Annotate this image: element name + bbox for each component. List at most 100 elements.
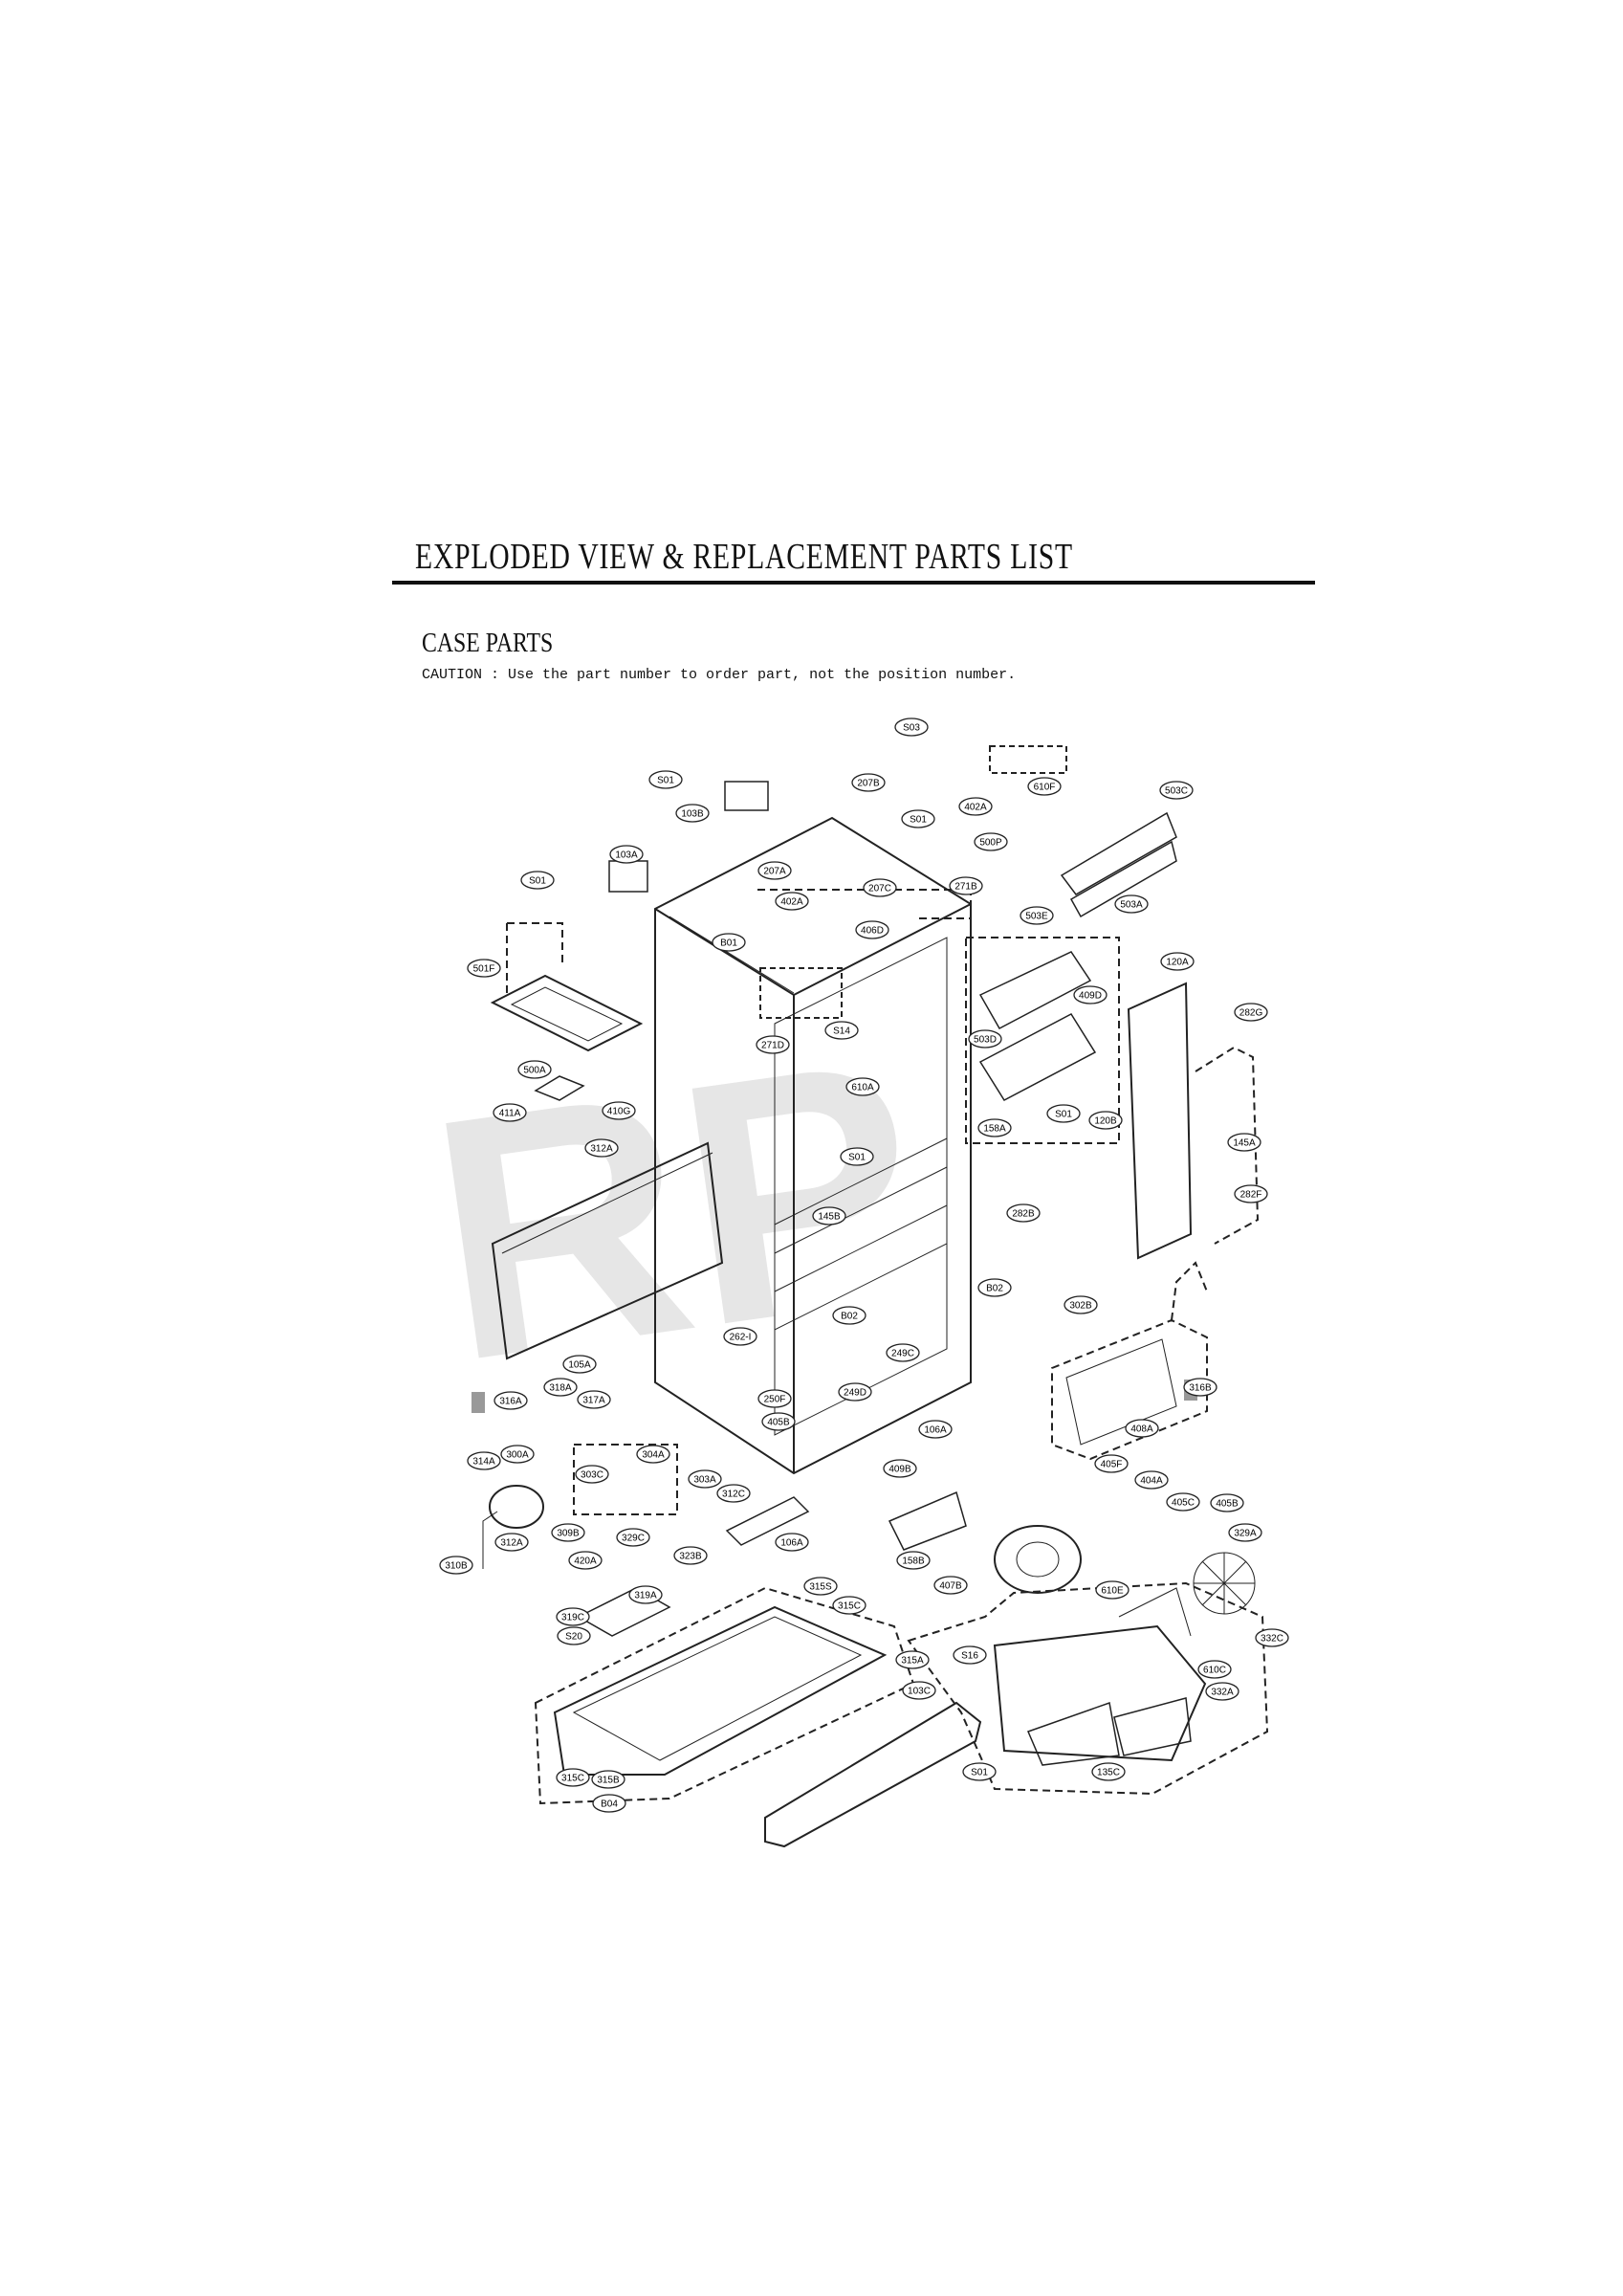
caution-note: CAUTION : Use the part number to order p… xyxy=(422,667,1017,683)
callout-label: 271B xyxy=(954,882,977,893)
callout-label: 332C xyxy=(1261,1634,1283,1645)
callout-bubble xyxy=(761,1412,796,1431)
callout-315b: 315B xyxy=(591,1770,625,1789)
callout-103b: 103B xyxy=(675,804,710,823)
callout-bubble xyxy=(886,1343,920,1362)
callout-label: 262-I xyxy=(730,1333,752,1343)
callout-bubble xyxy=(968,1029,1002,1049)
callout-s01: S01 xyxy=(1046,1104,1081,1123)
callout-bubble xyxy=(493,1391,528,1410)
callout-312a: 312A xyxy=(584,1138,619,1158)
callout-282g: 282G xyxy=(1234,1003,1268,1022)
callout-303c: 303C xyxy=(575,1465,609,1484)
callout-label: 503A xyxy=(1120,900,1143,911)
callout-bubble xyxy=(845,1077,880,1096)
callout-label: 120A xyxy=(1166,958,1189,968)
callout-bubble xyxy=(895,1650,930,1669)
callout-bubble xyxy=(1114,894,1149,914)
callout-135c: 135C xyxy=(1091,1762,1126,1781)
callout-249c: 249C xyxy=(886,1343,920,1362)
callout-label: S14 xyxy=(833,1027,850,1037)
callout-label: S01 xyxy=(657,776,674,786)
callout-b02: B02 xyxy=(977,1278,1012,1297)
callout-420a: 420A xyxy=(568,1551,603,1570)
callout-316a: 316A xyxy=(493,1391,528,1410)
callout-bubble xyxy=(840,1147,874,1166)
callout-label: 316A xyxy=(499,1397,522,1407)
callout-302b: 302B xyxy=(1064,1295,1098,1314)
callout-bubble xyxy=(716,1484,751,1503)
callout-bubble xyxy=(467,959,501,978)
callout-label: 610C xyxy=(1203,1666,1226,1676)
callout-label: 407B xyxy=(939,1581,962,1592)
callout-label: 316B xyxy=(1189,1383,1212,1394)
callout-label: 207A xyxy=(763,867,786,877)
callout-label: 409B xyxy=(888,1465,911,1475)
callout-bubble xyxy=(863,878,897,897)
callout-106a: 106A xyxy=(775,1533,809,1552)
callout-s14: S14 xyxy=(824,1021,859,1040)
callout-label: 319A xyxy=(634,1591,657,1601)
callout-b02: B02 xyxy=(832,1306,866,1325)
callout-label: 318A xyxy=(549,1383,572,1394)
callout-501f: 501F xyxy=(467,959,501,978)
callout-label: S01 xyxy=(1055,1110,1072,1120)
callout-503d: 503D xyxy=(968,1029,1002,1049)
callout-103a: 103A xyxy=(609,845,644,864)
callout-317a: 317A xyxy=(577,1390,611,1409)
callout-329c: 329C xyxy=(616,1528,650,1547)
callout-label: 271D xyxy=(761,1041,784,1051)
callout-bubble xyxy=(896,1551,931,1570)
title-rule xyxy=(392,581,1315,585)
callout-label: 315C xyxy=(561,1774,584,1784)
callout-405f: 405F xyxy=(1094,1454,1129,1473)
callout-402a: 402A xyxy=(775,892,809,911)
callout-label: 158B xyxy=(902,1556,925,1567)
callout-329a: 329A xyxy=(1228,1523,1262,1542)
callout-bubble xyxy=(953,1645,987,1665)
callout-label: 409D xyxy=(1079,991,1102,1002)
callout-s01: S01 xyxy=(962,1762,997,1781)
callout-bubble xyxy=(1091,1762,1126,1781)
callout-120b: 120B xyxy=(1088,1111,1123,1130)
callout-label: 402A xyxy=(964,803,987,813)
callout-label: 610E xyxy=(1101,1586,1124,1597)
callout-145a: 145A xyxy=(1227,1133,1261,1152)
callout-309b: 309B xyxy=(551,1523,585,1542)
callout-label: 610A xyxy=(851,1083,874,1093)
callout-bubble xyxy=(832,1306,866,1325)
callout-label: 501F xyxy=(473,964,495,975)
callout-106a: 106A xyxy=(918,1420,953,1439)
callout-bubble xyxy=(551,1523,585,1542)
callout-bubble xyxy=(949,876,983,895)
callout-bubble xyxy=(556,1768,590,1787)
callout-label: 329C xyxy=(622,1534,645,1544)
callout-bubble xyxy=(688,1469,722,1489)
callout-103c: 103C xyxy=(902,1681,936,1700)
callout-bubble xyxy=(1234,1184,1268,1203)
callout-label: 135C xyxy=(1097,1768,1120,1778)
callout-503e: 503E xyxy=(1020,906,1054,925)
callout-405c: 405C xyxy=(1166,1492,1200,1512)
callout-bubble xyxy=(803,1577,838,1596)
callout-bubble xyxy=(901,809,935,828)
callout-label: 145B xyxy=(818,1212,841,1223)
callout-bubble xyxy=(824,1021,859,1040)
callout-315c: 315C xyxy=(556,1768,590,1787)
callout-bubble xyxy=(568,1551,603,1570)
callout-145b: 145B xyxy=(812,1206,846,1225)
callout-label: 103B xyxy=(681,809,704,820)
callout-315a: 315A xyxy=(895,1650,930,1669)
callout-bubble xyxy=(933,1576,968,1595)
callout-bubble xyxy=(1159,781,1194,800)
callout-label: 315B xyxy=(597,1776,620,1786)
callout-bubble xyxy=(575,1465,609,1484)
callout-500p: 500P xyxy=(974,832,1008,851)
callout-label: 314A xyxy=(472,1457,495,1468)
callout-503a: 503A xyxy=(1114,894,1149,914)
callout-410g: 410G xyxy=(602,1101,636,1120)
callout-bubble xyxy=(543,1378,578,1397)
callout-bubble xyxy=(520,871,555,890)
callout-bubble xyxy=(1228,1523,1262,1542)
